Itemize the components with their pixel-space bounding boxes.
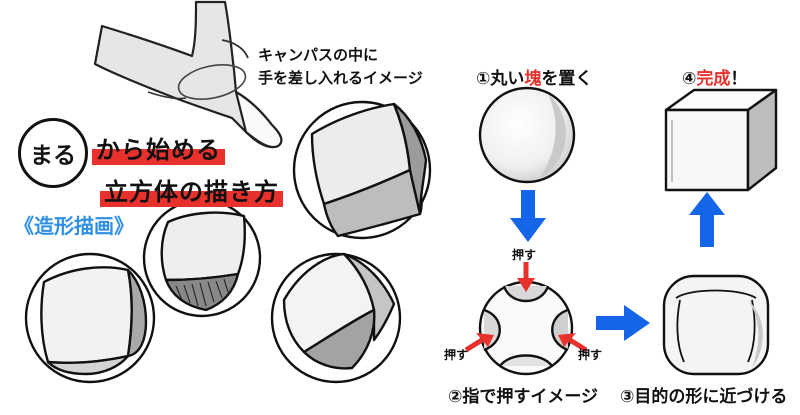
arrow-down — [510, 190, 546, 242]
push-label-top: 押す — [512, 248, 537, 262]
step3-label: ③目的の形に近づける — [620, 387, 788, 407]
cube-in-circle-right — [270, 252, 402, 384]
step4-label: ④完成！ — [682, 69, 748, 89]
hand-caption: キャンパスの中に 手を差し入れるイメージ — [258, 44, 423, 90]
title-maru-circle: まる — [18, 118, 88, 188]
step3-rounded-cube — [662, 274, 770, 376]
title-line2: 立方体の描き方 — [100, 172, 283, 207]
arrow-right — [596, 305, 650, 341]
step1-sphere — [478, 86, 576, 184]
subtitle: 《造形描画》 — [14, 214, 134, 238]
step4-cube — [664, 88, 778, 192]
push-label-left: 押す — [444, 348, 469, 362]
title-line1: から始める — [92, 130, 225, 165]
step1-label: ①丸い塊を置く — [476, 69, 593, 89]
hand-caption-line1: キャンパスの中に — [258, 46, 379, 64]
hand-caption-line2: 手を差し入れるイメージ — [258, 69, 423, 87]
hand-illustration — [93, 0, 283, 149]
title-maru-text: まる — [30, 143, 76, 169]
push-arrow-right — [558, 333, 588, 353]
push-arrow-left — [464, 333, 494, 353]
step2-label: ②指で押すイメージ — [448, 387, 599, 407]
cube-in-circle-left — [24, 252, 156, 384]
step2-pushed-sphere — [478, 280, 574, 376]
push-arrow-top — [517, 262, 535, 292]
cube-in-circle-middle — [142, 198, 262, 318]
push-label-right: 押す — [578, 348, 603, 362]
cube-in-circle-top — [292, 100, 432, 240]
arrow-up — [689, 192, 725, 247]
